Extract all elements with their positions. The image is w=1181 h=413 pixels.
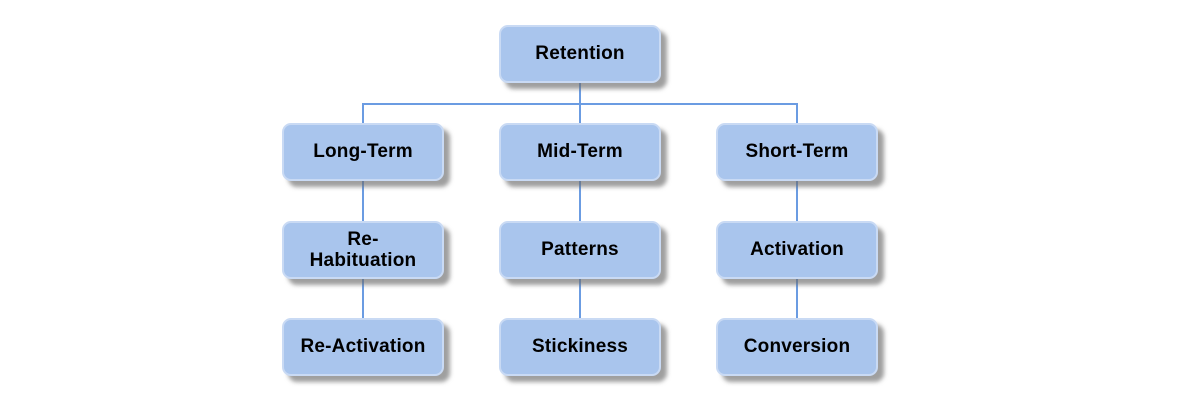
node-patterns-label: Patterns xyxy=(541,239,619,261)
node-short-term: Short-Term xyxy=(716,123,878,181)
node-patterns: Patterns xyxy=(499,221,661,279)
edge-patterns-stickiness xyxy=(579,279,581,318)
node-long-term: Long-Term xyxy=(282,123,444,181)
edge-rehabituation-reactivation xyxy=(362,279,364,318)
node-re-activation-label: Re-Activation xyxy=(300,336,426,358)
node-re-habituation: Re-Habituation xyxy=(282,221,444,279)
edge-activation-conversion xyxy=(796,279,798,318)
node-long-term-label: Long-Term xyxy=(313,141,413,163)
node-re-habituation-label: Re-Habituation xyxy=(309,228,417,271)
node-retention: Retention xyxy=(499,25,661,83)
edge-root-stem xyxy=(579,83,581,104)
edge-drop-long-term xyxy=(362,105,364,123)
edge-shortterm-activation xyxy=(796,181,798,221)
edge-drop-short-term xyxy=(796,105,798,123)
node-conversion: Conversion xyxy=(716,318,878,376)
node-conversion-label: Conversion xyxy=(743,336,851,358)
node-mid-term: Mid-Term xyxy=(499,123,661,181)
node-short-term-label: Short-Term xyxy=(745,141,849,163)
node-activation-label: Activation xyxy=(750,239,844,261)
node-stickiness-label: Stickiness xyxy=(532,336,628,358)
node-mid-term-label: Mid-Term xyxy=(537,141,623,163)
edge-horizontal-bus xyxy=(362,103,798,105)
node-activation: Activation xyxy=(716,221,878,279)
node-re-activation: Re-Activation xyxy=(282,318,444,376)
edge-longterm-rehabituation xyxy=(362,181,364,221)
edge-midterm-patterns xyxy=(579,181,581,221)
edge-drop-mid-term xyxy=(579,105,581,123)
node-stickiness: Stickiness xyxy=(499,318,661,376)
node-retention-label: Retention xyxy=(535,43,625,65)
